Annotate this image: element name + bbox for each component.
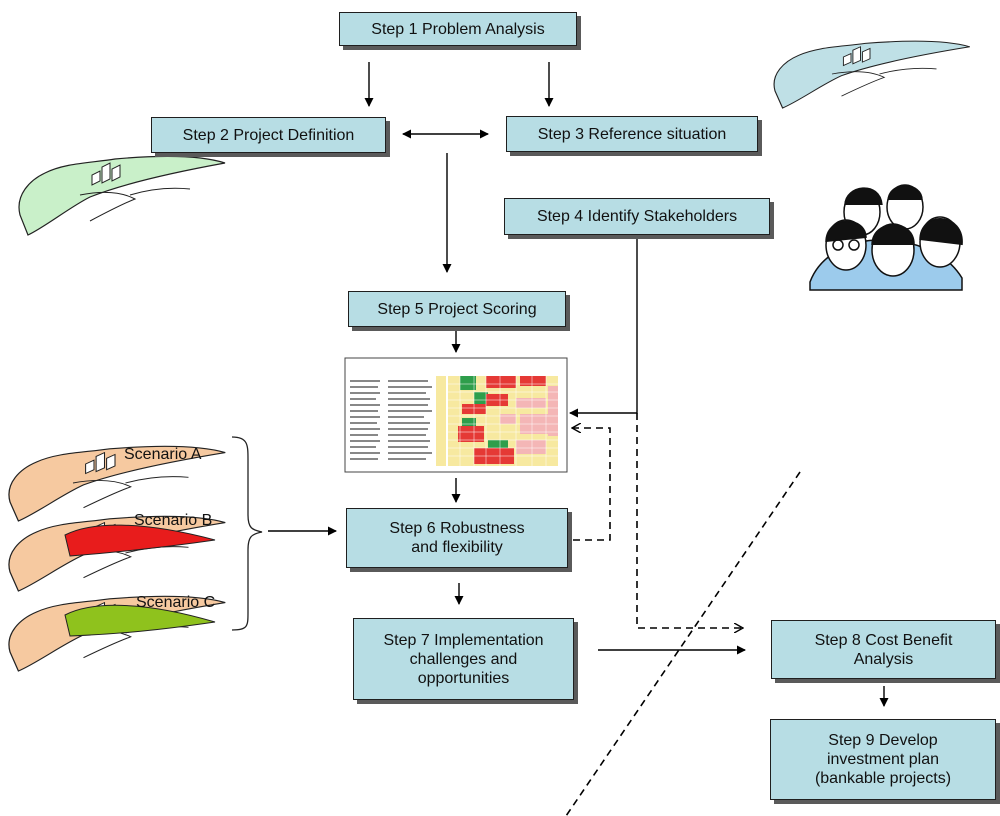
map-region-red [64, 524, 216, 557]
dashed-separator-line [565, 471, 801, 816]
step-5-box: Step 5 Project Scoring [348, 291, 566, 327]
scenario-b-label: Scenario B [134, 512, 213, 529]
scoring-matrix-thumbnail [344, 357, 568, 473]
map-region-olive [64, 604, 216, 637]
step-3-box: Step 3 Reference situation [506, 116, 758, 152]
scenario-brace [231, 436, 263, 631]
dashed-arrow-s4-s8 [636, 413, 743, 628]
step-8-box: Step 8 Cost Benefit Analysis [771, 620, 996, 679]
map-sketch-icon [773, 40, 971, 109]
step-4-box: Step 4 Identify Stakeholders [504, 198, 770, 235]
scenario-a-label: Scenario A [124, 446, 202, 463]
step-7-box: Step 7 Implementation challenges and opp… [353, 618, 574, 700]
map-sketch-icon [18, 155, 226, 236]
step-1-box: Step 1 Problem Analysis [339, 12, 577, 46]
people-group-icon [809, 184, 963, 291]
step-9-box: Step 9 Develop investment plan (bankable… [770, 719, 996, 800]
dashed-arrow-s6-matrix [572, 428, 611, 541]
step-6-box: Step 6 Robustness and flexibility [346, 508, 568, 568]
arrow-s4-matrix [569, 236, 638, 418]
scenario-c-label: Scenario C [136, 594, 216, 611]
step-2-box: Step 2 Project Definition [151, 117, 386, 153]
